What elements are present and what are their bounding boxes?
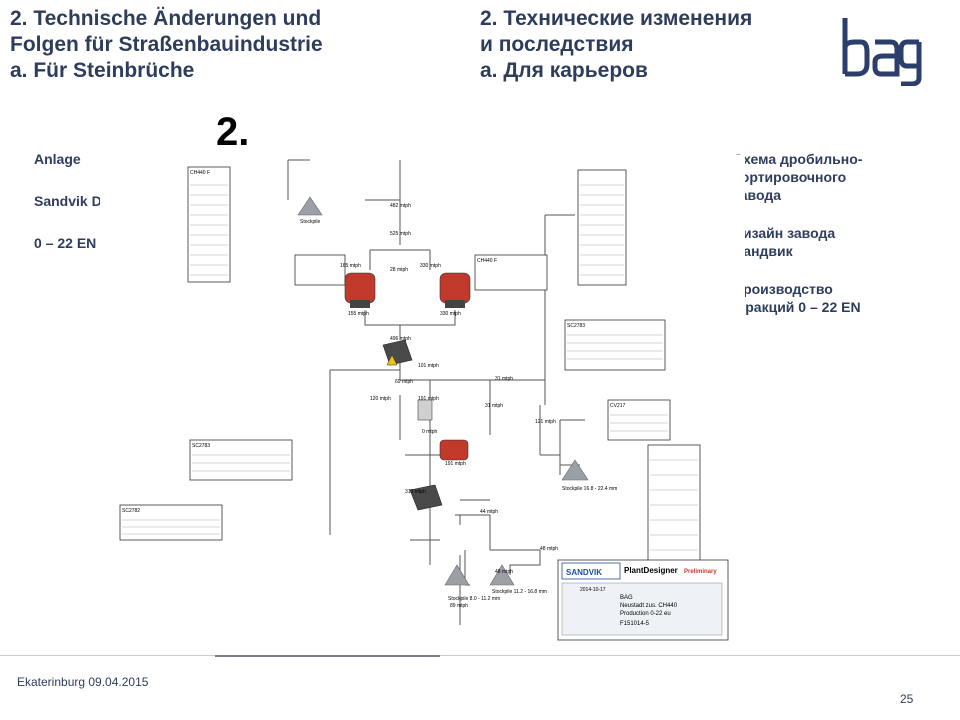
flow-label: 48 mtph bbox=[540, 546, 558, 552]
title-german: 2. Technische Änderungen und Folgen für … bbox=[10, 6, 420, 84]
flow-label: 31 mtph bbox=[495, 376, 513, 382]
flow-label: 31 mtph bbox=[485, 403, 503, 409]
title-de-line-3: a. Für Steinbrüche bbox=[10, 59, 195, 82]
box-label-cv217: CV217 bbox=[610, 403, 626, 409]
stockpile-label-top: Stockpile bbox=[300, 219, 321, 225]
stockpile-label-16-22: Stockpile 16.8 - 22.4 mm bbox=[562, 486, 617, 492]
box-label-ch440-left: CH440 F bbox=[190, 170, 210, 176]
flow-label: 120 mtph bbox=[370, 396, 391, 402]
box-label-ch440-right: CH440 F bbox=[477, 258, 497, 264]
title-block-product: PlantDesigner bbox=[624, 566, 678, 575]
flow-label: 191 mtph bbox=[445, 461, 466, 467]
title-ru-line-3: а. Для карьеров bbox=[480, 59, 648, 82]
page-number: 25 bbox=[900, 692, 914, 706]
box-label-sc2782: SC2782 bbox=[122, 508, 140, 514]
label-block-design: Дизайн завода Сандвик bbox=[733, 224, 943, 260]
stockpile-label-8-11: Stockpile 8.0 - 11.2 mm bbox=[448, 596, 500, 602]
flow-label: 28 mtph bbox=[390, 267, 408, 273]
label-scheme-line-3: завода bbox=[733, 187, 782, 203]
stockpile-labels: Stockpile Stockpile 16.8 - 22.4 mm Stock… bbox=[300, 219, 617, 602]
title-block-status: Preliminary bbox=[684, 569, 717, 575]
flow-label: 155 mtph bbox=[348, 311, 369, 317]
crusher-units bbox=[344, 272, 471, 461]
flow-label: 69 mtph bbox=[395, 379, 413, 385]
label-design-line-1: Дизайн завода bbox=[733, 225, 836, 241]
flow-rate-labels: 482 mtph 525 mtph 165 mtph 28 mtph 330 m… bbox=[340, 203, 558, 609]
right-labels: Схема дробильно- сортировочного завода Д… bbox=[733, 150, 943, 336]
stockpile-label-11-16: Stockpile 11.2 - 16.8 mm bbox=[492, 589, 547, 595]
label-fraction-range: 0 – 22 EN bbox=[34, 235, 97, 251]
title-block-plant: Neustadt zus. CH440 bbox=[620, 603, 678, 609]
flow-label: 496 mtph bbox=[390, 336, 411, 342]
label-block-production: Производство фракций 0 – 22 EN bbox=[733, 280, 943, 316]
flow-label: 191 mtph bbox=[418, 396, 439, 402]
flow-label: 482 mtph bbox=[390, 203, 411, 209]
flow-label: 89 mtph bbox=[450, 603, 468, 609]
label-production-line-2: фракций 0 – 22 EN bbox=[733, 299, 861, 315]
plantdesigner-title-block: SANDVIK PlantDesigner Preliminary 2014-1… bbox=[557, 559, 729, 641]
title-block-number: F151014-5 bbox=[620, 621, 650, 627]
flow-label: 121 mtph bbox=[535, 419, 556, 425]
footer-divider bbox=[0, 655, 960, 656]
title-block-production: Production 0-22 eu bbox=[620, 611, 671, 617]
label-scheme-line-1: Схема дробильно- bbox=[733, 151, 863, 167]
flow-label: 101 mtph bbox=[418, 363, 439, 369]
plant-flow-diagram: CH440 F CH440 F SC2783 SC2783 SC2782 CV2… bbox=[100, 155, 745, 655]
flow-label: 44 mtph bbox=[480, 509, 498, 515]
label-scheme-line-2: сортировочного bbox=[733, 169, 847, 185]
flow-label: 310 mtph bbox=[405, 489, 426, 495]
title-block-brand: SANDVIK bbox=[566, 568, 602, 577]
footer-accent-line bbox=[215, 655, 440, 657]
footer-location-date: Ekaterinburg 09.04.2015 bbox=[17, 675, 149, 689]
box-label-sc2783-mid: SC2783 bbox=[192, 443, 210, 449]
flow-label: 0 mtph bbox=[422, 429, 438, 435]
title-ru-line-1: 2. Технические изменения bbox=[480, 7, 753, 30]
flow-label: 165 mtph bbox=[340, 263, 361, 269]
title-russian: 2. Технические изменения и последствия а… bbox=[480, 6, 820, 84]
flow-lines bbox=[287, 159, 585, 625]
box-label-sc2783-top: SC2783 bbox=[567, 323, 585, 329]
bag-logo bbox=[835, 12, 925, 86]
flow-label: 525 mtph bbox=[390, 231, 411, 237]
slide-marker: 2. bbox=[216, 110, 250, 154]
title-de-line-1: 2. Technische Änderungen und bbox=[10, 7, 322, 30]
box-table-lines bbox=[122, 184, 698, 551]
stockpile-shapes bbox=[297, 196, 589, 586]
label-anlage: Anlage bbox=[34, 151, 81, 167]
label-production-line-1: Производство bbox=[733, 281, 833, 297]
title-de-line-2: Folgen für Straßenbauindustrie bbox=[10, 33, 323, 56]
title-block-date: 2014-10-17 bbox=[580, 587, 606, 593]
label-design-line-2: Сандвик bbox=[733, 243, 793, 259]
machine-info-boxes bbox=[119, 166, 701, 566]
flow-label: 48 mtph bbox=[495, 569, 513, 575]
machine-box-labels: CH440 F CH440 F SC2783 SC2783 SC2782 CV2… bbox=[122, 170, 626, 514]
flow-label: 330 mtph bbox=[440, 311, 461, 317]
screen-units bbox=[382, 339, 443, 511]
flow-label: 330 mtph bbox=[420, 263, 441, 269]
label-block-scheme: Схема дробильно- сортировочного завода bbox=[733, 150, 943, 204]
title-block-company: BAG bbox=[620, 595, 633, 601]
title-ru-line-2: и последствия bbox=[480, 33, 634, 56]
